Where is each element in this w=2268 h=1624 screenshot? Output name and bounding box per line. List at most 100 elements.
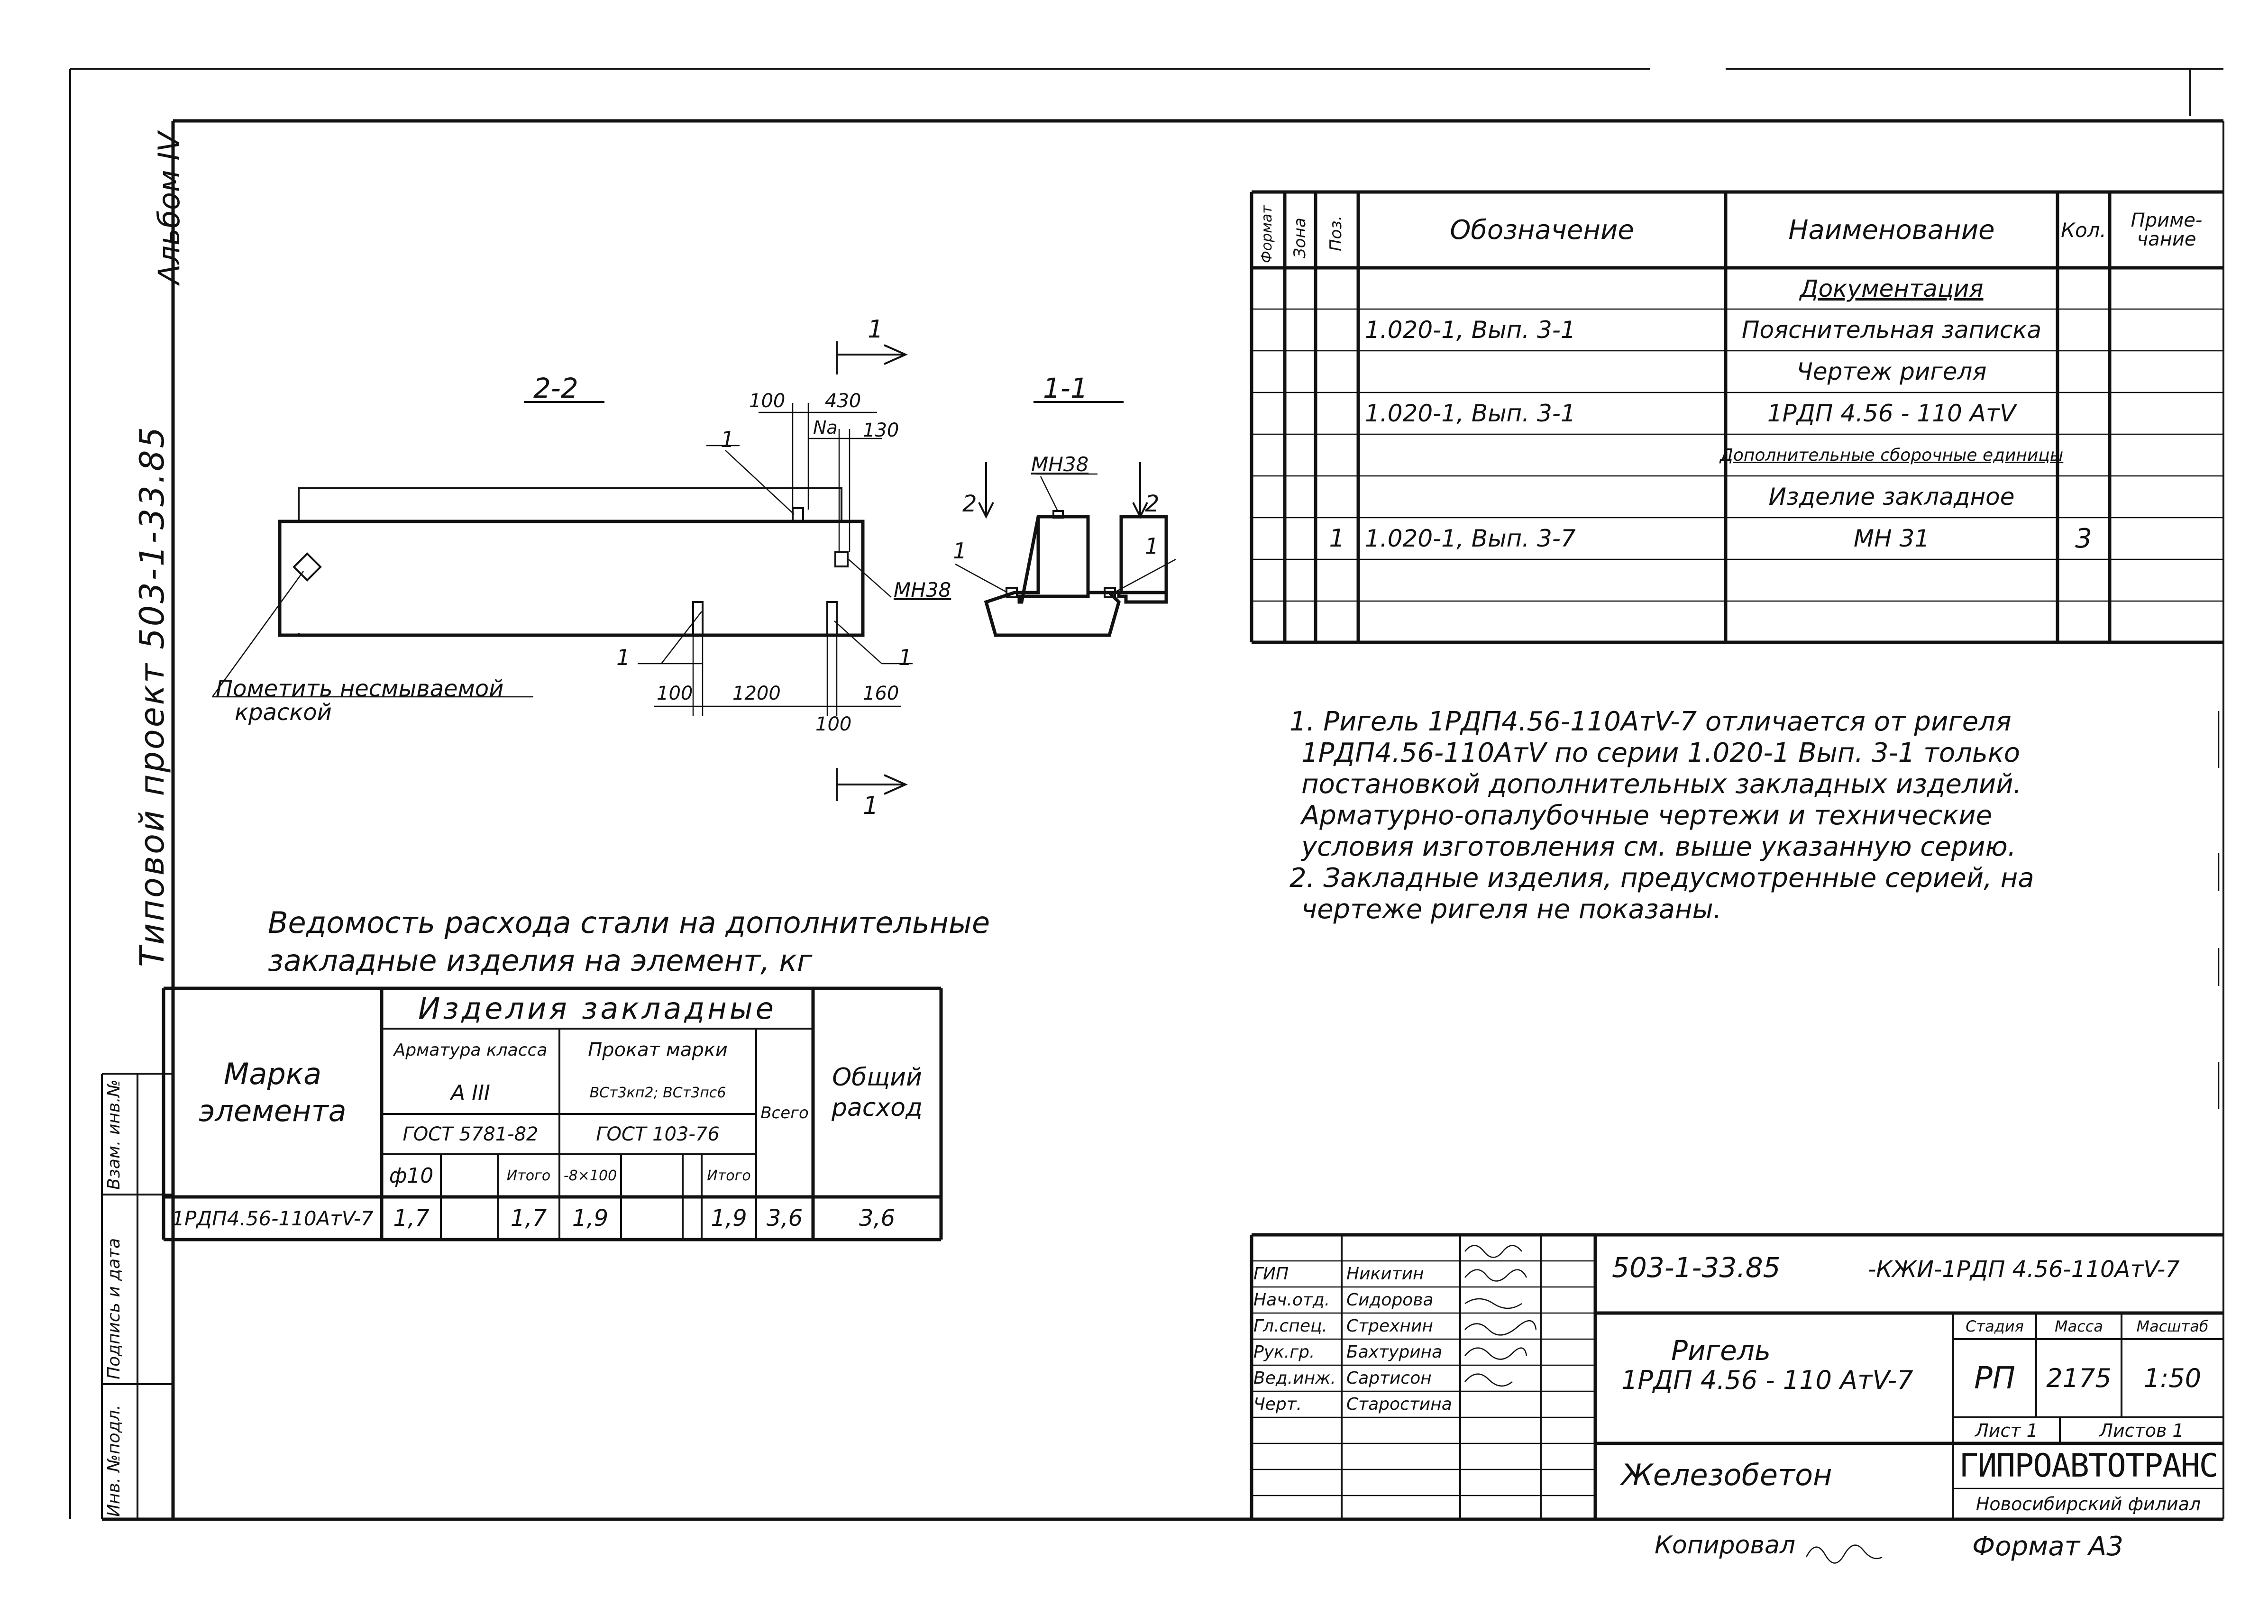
spec-row-designation: 1.020-1, Вып. 3-7 — [1365, 525, 1576, 552]
person-name: Стрехнин — [1346, 1316, 1433, 1336]
spec-row-name: МН 31 — [1853, 525, 1930, 552]
dimension-label: 160 — [863, 683, 899, 704]
note-line: чертеже ригеля не показаны. — [1301, 894, 1722, 925]
person-name: Сартисон — [1346, 1369, 1432, 1388]
paint-note-line1: Пометить несмываемой — [216, 675, 504, 702]
steel-row-itogo2: 1,9 — [711, 1205, 747, 1232]
paint-note-line2: краской — [235, 699, 332, 726]
spec-row-pos — [1316, 392, 1358, 434]
steel-row-8x100: 1,9 — [572, 1205, 609, 1232]
spec-row-designation — [1358, 351, 1732, 392]
spec-row-qty — [2058, 601, 2110, 642]
dimension-label: 430 — [825, 390, 861, 412]
steel-row-phi10: 1,7 — [393, 1205, 430, 1232]
steel-table-title-line2: закладные изделия на элемент, кг — [268, 943, 813, 978]
spec-row-qty — [2058, 392, 2110, 434]
sheet-count: Листов 1 — [2099, 1420, 2184, 1441]
steel-header-rebar-gost: ГОСТ 5781-82 — [402, 1123, 539, 1145]
margin-inv-podl: Инв. №подл. — [104, 1405, 124, 1517]
steel-header-rolled-gost: ГОСТ 103-76 — [596, 1123, 720, 1145]
spec-header-pos: Поз. — [1326, 215, 1345, 251]
steel-header-8x100: -8×100 — [563, 1167, 617, 1184]
steel-table-title-line1: Ведомость расхода стали на дополнительны… — [268, 905, 990, 940]
spec-header-note: Приме- чание — [2131, 210, 2203, 250]
doc-code: 503-1-33.85 — [1612, 1251, 1781, 1284]
cut-mark-2-left: 2 — [962, 491, 977, 517]
role-label: Нач.отд. — [1253, 1290, 1330, 1310]
note-line: Арматурно-опалубочные чертежи и техничес… — [1301, 800, 1993, 831]
scale-label: Масштаб — [2136, 1317, 2209, 1335]
spec-row-name: Пояснительная записка — [1741, 316, 2042, 344]
spec-row-name: 1РДП 4.56 - 110 АтV — [1767, 400, 2016, 427]
person-name: Сидорова — [1346, 1290, 1434, 1310]
spec-row-pos — [1316, 309, 1358, 351]
margin-podpis-data: Подпись и дата — [104, 1238, 124, 1379]
project-label: Типовой проект 503-1-33.85 — [133, 425, 172, 967]
spec-row-designation — [1358, 434, 1732, 476]
sheet-format: Формат А3 — [1972, 1531, 2123, 1562]
position-label: 1 — [1145, 533, 1159, 559]
dimension-label: 1200 — [732, 683, 781, 704]
spec-row-designation — [1358, 601, 1732, 642]
spec-row-designation: 1.020-1, Вып. 3-1 — [1365, 400, 1576, 427]
sheet-number: Лист 1 — [1975, 1420, 2038, 1441]
dimension-label: 100 — [657, 683, 693, 704]
spec-row-qty — [2058, 309, 2110, 351]
spec-row-qty — [2058, 351, 2110, 392]
note-line: 1. Ригель 1РДП4.56-110АтV-7 отличается о… — [1289, 706, 2012, 737]
note-line: условия изготовления см. выше указанную … — [1301, 831, 2016, 862]
steel-header-rolled-grade: ВСт3кп2; ВСт3пс6 — [589, 1084, 726, 1101]
steel-header-rebar: Арматура класса — [393, 1040, 548, 1060]
steel-row-total: 3,6 — [766, 1205, 803, 1232]
stage-value: РП — [1974, 1360, 2015, 1396]
material: Железобетон — [1621, 1458, 1832, 1492]
spec-header-designation: Обозначение — [1450, 214, 1634, 246]
spec-row-name: Дополнительные сборочные единицы — [1719, 445, 2064, 465]
note-line: 1РДП4.56-110АтV по серии 1.020-1 Вып. 3-… — [1301, 738, 2020, 768]
steel-header-items: Изделия закладные — [418, 991, 777, 1026]
spec-header-format: Формат — [1259, 205, 1275, 263]
steel-header-itogo: Итого — [707, 1167, 751, 1184]
position-label: 1 — [898, 645, 913, 670]
spec-header-qty: Кол. — [2061, 218, 2106, 242]
dimension-label: 130 — [863, 420, 899, 441]
spec-row-name — [1726, 601, 2058, 642]
cut-mark-bottom: 1 — [863, 792, 879, 820]
position-label: 1 — [953, 538, 967, 564]
embedded-item-label: МН38 — [1031, 453, 1089, 476]
note-line: постановкой дополнительных закладных изд… — [1301, 769, 2022, 800]
spec-row-pos — [1316, 476, 1358, 518]
steel-header-mark: Марка элемента — [199, 1057, 347, 1128]
steel-header-phi10: ф10 — [389, 1163, 434, 1188]
person-name: Бахтурина — [1346, 1342, 1443, 1362]
steel-header-overall: Общий расход — [831, 1063, 923, 1122]
doc-suffix: -КЖИ-1РДП 4.56-110АтV-7 — [1868, 1256, 2180, 1283]
role-label: ГИП — [1253, 1264, 1289, 1284]
person-name: Никитин — [1346, 1264, 1424, 1284]
copied-by-label: Копировал — [1655, 1531, 1796, 1560]
role-label: Черт. — [1253, 1395, 1302, 1414]
spec-row-designation — [1358, 476, 1732, 518]
copied-by-signature — [1805, 1544, 1883, 1564]
spec-row-name — [1726, 559, 2058, 601]
cut-mark-2-right: 2 — [1145, 491, 1160, 517]
spec-row-name: Изделие закладное — [1768, 483, 2015, 511]
section-1-1-label: 1-1 — [1043, 372, 1088, 404]
role-label: Рук.гр. — [1253, 1342, 1315, 1362]
position-label: 1 — [616, 645, 631, 670]
steel-row-overall: 3,6 — [859, 1205, 896, 1232]
mass-value: 2175 — [2046, 1363, 2112, 1393]
album-label: Альбом IV — [152, 132, 186, 284]
steel-header-rolled: Прокат марки — [588, 1039, 728, 1061]
steel-header-rebar-class: А III — [450, 1080, 490, 1105]
steel-header-itogo: Итого — [506, 1167, 551, 1184]
cut-mark-top: 1 — [868, 315, 884, 344]
spec-row-pos — [1316, 434, 1358, 476]
role-label: Вед.инж. — [1253, 1369, 1336, 1388]
spec-header-name: Наименование — [1788, 214, 1995, 246]
person-name: Старостина — [1346, 1395, 1452, 1414]
spec-row-pos — [1316, 268, 1358, 309]
element-mark: 1РДП 4.56 - 110 АтV-7 — [1621, 1365, 1913, 1395]
spec-row-designation — [1358, 559, 1732, 601]
